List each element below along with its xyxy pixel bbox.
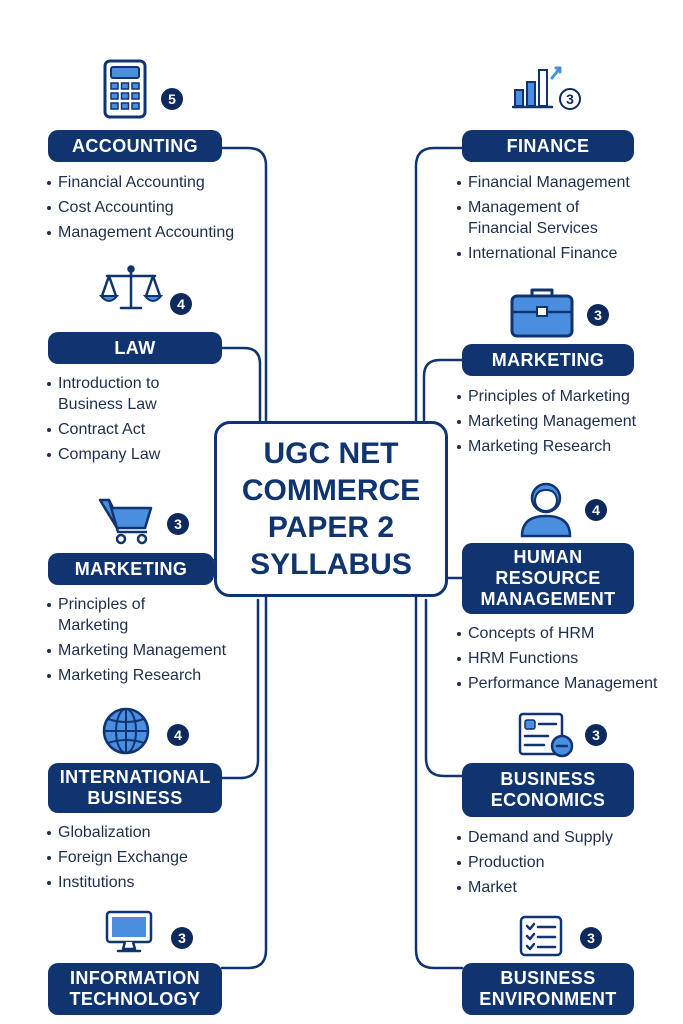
topic-human-resource-management[interactable]: HUMAN RESOURCE MANAGEMENT bbox=[462, 543, 634, 614]
list-item: Company Law bbox=[46, 444, 246, 465]
list-item: Cost Accounting bbox=[46, 197, 261, 218]
topic-business-environment[interactable]: BUSINESS ENVIRONMENT bbox=[462, 963, 634, 1015]
topic-marketing-left[interactable]: MARKETING bbox=[48, 553, 214, 585]
list-item: International Finance bbox=[456, 243, 661, 264]
topic-finance[interactable]: FINANCE bbox=[462, 130, 634, 162]
international-business-subtopics: Globalization Foreign Exchange Instituti… bbox=[46, 822, 246, 897]
list-item: Marketing Management bbox=[46, 640, 246, 661]
globe-icon bbox=[102, 707, 150, 755]
topic-international-business[interactable]: INTERNATIONAL BUSINESS bbox=[48, 763, 222, 813]
topic-marketing-right[interactable]: MARKETING bbox=[462, 344, 634, 376]
list-item: HRM Functions bbox=[456, 648, 678, 669]
list-item: Demand and Supply bbox=[456, 827, 661, 848]
scales-icon bbox=[99, 265, 163, 310]
calculator-icon bbox=[103, 59, 147, 119]
topic-accounting[interactable]: ACCOUNTING bbox=[48, 130, 222, 162]
list-item: Concepts of HRM bbox=[456, 623, 678, 644]
unit-count-badge: 4 bbox=[167, 724, 189, 746]
unit-count-badge: 3 bbox=[559, 88, 581, 110]
list-item: Marketing Research bbox=[46, 665, 246, 686]
list-item: Market bbox=[456, 877, 661, 898]
unit-count-badge: 5 bbox=[161, 88, 183, 110]
list-item: Introduction to Business Law bbox=[46, 373, 246, 415]
list-item: Management of Financial Services bbox=[456, 197, 661, 239]
person-icon bbox=[520, 482, 572, 538]
list-item: Principles of Marketing bbox=[46, 594, 246, 636]
list-item: Foreign Exchange bbox=[46, 847, 246, 868]
unit-count-badge: 3 bbox=[580, 927, 602, 949]
hrm-subtopics: Concepts of HRM HRM Functions Performanc… bbox=[456, 623, 678, 698]
list-item: Globalization bbox=[46, 822, 246, 843]
list-item: Principles of Marketing bbox=[456, 386, 671, 407]
checklist-icon bbox=[519, 915, 563, 957]
list-item: Performance Management bbox=[456, 673, 678, 694]
topic-law[interactable]: LAW bbox=[48, 332, 222, 364]
list-item: Management Accounting bbox=[46, 222, 261, 243]
bar-chart-icon bbox=[512, 66, 562, 109]
accounting-subtopics: Financial Accounting Cost Accounting Man… bbox=[46, 172, 261, 247]
list-item: Financial Accounting bbox=[46, 172, 261, 193]
business-economics-subtopics: Demand and Supply Production Market bbox=[456, 827, 661, 902]
unit-count-badge: 4 bbox=[170, 293, 192, 315]
list-item: Marketing Research bbox=[456, 436, 671, 457]
computer-monitor-icon bbox=[105, 910, 153, 953]
marketing-left-subtopics: Principles of Marketing Marketing Manage… bbox=[46, 594, 246, 690]
list-item: Contract Act bbox=[46, 419, 246, 440]
topic-information-technology[interactable]: INFORMATION TECHNOLOGY bbox=[48, 963, 222, 1015]
unit-count-badge: 3 bbox=[167, 513, 189, 535]
list-item: Production bbox=[456, 852, 661, 873]
id-card-icon bbox=[518, 712, 574, 758]
unit-count-badge: 3 bbox=[587, 304, 609, 326]
list-item: Marketing Management bbox=[456, 411, 671, 432]
list-item: Financial Management bbox=[456, 172, 661, 193]
marketing-right-subtopics: Principles of Marketing Marketing Manage… bbox=[456, 386, 671, 461]
shopping-cart-icon bbox=[98, 498, 153, 545]
finance-subtopics: Financial Management Management of Finan… bbox=[456, 172, 661, 268]
topic-business-economics[interactable]: BUSINESS ECONOMICS bbox=[462, 763, 634, 817]
list-item: Institutions bbox=[46, 872, 246, 893]
law-subtopics: Introduction to Business Law Contract Ac… bbox=[46, 373, 246, 469]
unit-count-badge: 3 bbox=[585, 724, 607, 746]
unit-count-badge: 4 bbox=[585, 499, 607, 521]
briefcase-icon bbox=[510, 288, 574, 338]
unit-count-badge: 3 bbox=[171, 927, 193, 949]
page-title: UGC NET COMMERCE PAPER 2 SYLLABUS bbox=[214, 421, 448, 597]
